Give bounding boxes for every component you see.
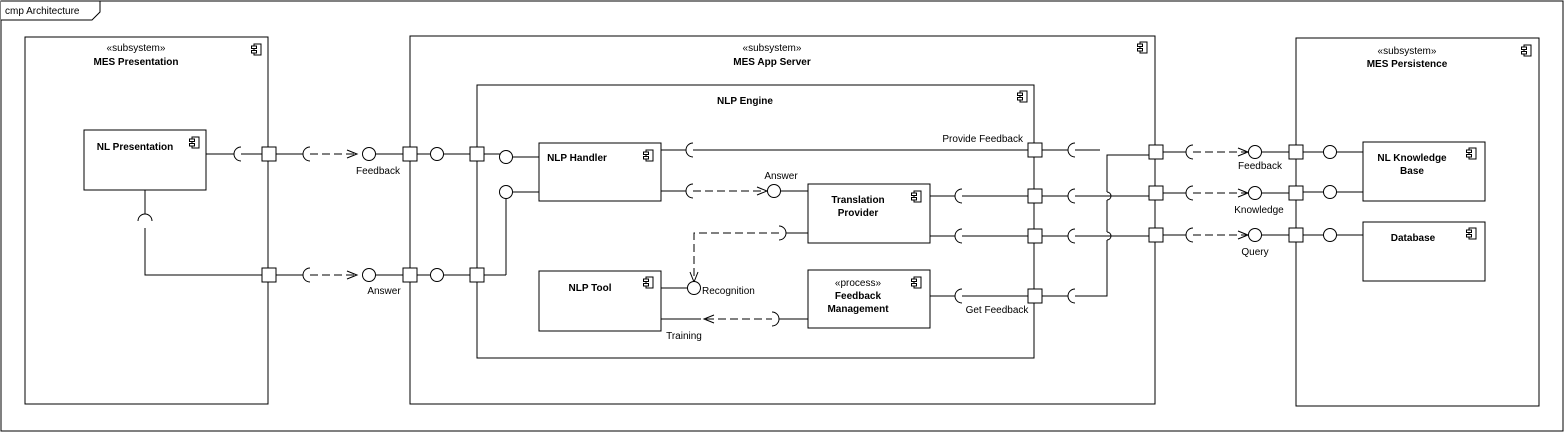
provided-interface-lollipop (430, 268, 444, 282)
subsystem-title: MES Persistence (1367, 59, 1448, 70)
provided-interface-lollipop (362, 147, 376, 161)
subsystem-title: MES Presentation (93, 57, 178, 68)
port-square (1288, 144, 1304, 160)
port-square (402, 146, 418, 162)
interface-label-recognition: Recognition (702, 286, 755, 297)
provided-interface-lollipop (499, 150, 513, 164)
port-square (1027, 188, 1043, 204)
interface-label-get-feedback: Get Feedback (966, 305, 1030, 316)
component-translation-provider[interactable]: Translation Provider (807, 183, 931, 244)
provided-interfaces (362, 145, 1337, 295)
port-square (261, 267, 277, 283)
interface-label-provide-feedback: Provide Feedback (942, 134, 1024, 145)
interface-label-training: Training (666, 331, 702, 342)
component-nlp-tool[interactable]: NLP Tool (538, 270, 662, 332)
port-square (1148, 185, 1164, 201)
frame-title: cmp Architecture (5, 6, 80, 17)
port-square (469, 267, 485, 283)
port-square (1027, 288, 1043, 304)
provided-interface-lollipop (1248, 186, 1262, 200)
interface-label-knowledge: Knowledge (1234, 205, 1284, 216)
connector-lines (137, 142, 1363, 327)
port-square (1027, 228, 1043, 244)
component-title: NLP Engine (717, 96, 773, 107)
provided-interface-lollipop (362, 268, 376, 282)
interface-label-query: Query (1241, 247, 1268, 258)
component-nl-presentation[interactable]: NL Presentation (83, 129, 207, 191)
component-feedback-management[interactable]: «process» Feedback Management (807, 269, 931, 329)
port-square (1027, 142, 1043, 158)
subsystem-title: MES App Server (733, 57, 811, 68)
component-nlp-handler[interactable]: NLP Handler (538, 142, 662, 202)
subsystem-stereotype: «subsystem» (107, 43, 166, 54)
provided-interface-lollipop (1323, 228, 1337, 242)
provided-interface-lollipop (1323, 145, 1337, 159)
component-database[interactable]: Database (1362, 221, 1486, 282)
port-square (1288, 227, 1304, 243)
port-square (261, 146, 277, 162)
subsystem-stereotype: «subsystem» (743, 43, 802, 54)
component-title-line1: NL Knowledge (1377, 153, 1447, 164)
interface-label-answer: Answer (367, 286, 401, 297)
provided-interface-lollipop (687, 281, 701, 295)
component-stereotype: «process» (835, 278, 882, 289)
component-title: NL Presentation (97, 142, 174, 153)
ports (261, 142, 1304, 304)
port-square (402, 267, 418, 283)
component-title-line1: Translation (831, 195, 884, 206)
provided-interface-lollipop (1323, 185, 1337, 199)
provided-interface-lollipop (430, 147, 444, 161)
subsystem-stereotype: «subsystem» (1378, 46, 1437, 57)
interface-label-answer-inner: Answer (764, 171, 798, 182)
component-title-line1: Feedback (835, 291, 882, 302)
component-title-line2: Management (827, 304, 889, 315)
port-square (1148, 227, 1164, 243)
port-square (1148, 144, 1164, 160)
component-title-line2: Base (1400, 166, 1424, 177)
provided-interface-lollipop (1248, 228, 1262, 242)
subsystem-mes-presentation[interactable]: «subsystem» MES Presentation (24, 36, 269, 405)
provided-interface-lollipop (1248, 145, 1262, 159)
provided-interface-lollipop (499, 185, 513, 199)
component-title: NLP Tool (569, 283, 612, 294)
port-square (469, 146, 485, 162)
interface-label-feedback-right: Feedback (1238, 161, 1283, 172)
interface-label-feedback: Feedback (356, 166, 401, 177)
component-nl-knowledge-base[interactable]: NL Knowledge Base (1362, 141, 1486, 202)
provided-interface-lollipop (767, 184, 781, 198)
component-title: NLP Handler (547, 153, 607, 164)
port-square (1288, 185, 1304, 201)
interface-labels: Feedback Answer Answer Provide Feedback … (356, 134, 1284, 342)
component-title-line2: Provider (838, 208, 879, 219)
component-title: Database (1391, 233, 1436, 244)
